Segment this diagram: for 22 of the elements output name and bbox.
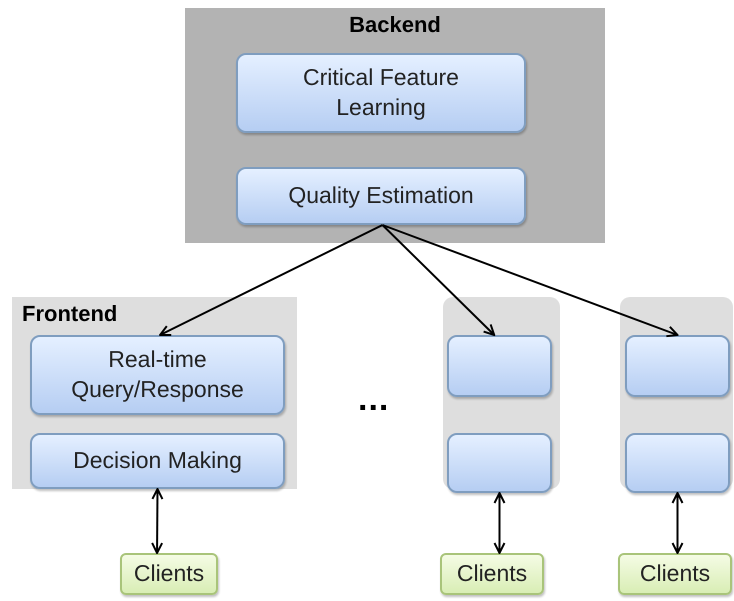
arrow [382,224,496,336]
process-box: Critical Feature Learning [236,53,526,133]
process-box: Real-time Query/Response [30,335,285,415]
empty-process-box [625,433,730,493]
arrow [151,488,164,554]
group-panel [185,8,605,243]
panel-title: Backend [348,12,442,38]
process-box: Quality Estimation [236,167,526,225]
empty-process-box [447,335,552,397]
client-box: Clients [618,553,732,595]
arrow [159,224,383,336]
arrow [494,492,506,554]
panel-title: Frontend [21,301,118,327]
arrow [382,224,678,338]
process-box: Decision Making [30,433,285,489]
client-box: Clients [440,553,544,595]
empty-process-box [625,335,730,397]
ellipsis: ... [358,380,390,419]
client-box: Clients [120,553,218,595]
empty-process-box [447,433,552,493]
group-panel [12,297,297,489]
arrow [672,492,684,554]
